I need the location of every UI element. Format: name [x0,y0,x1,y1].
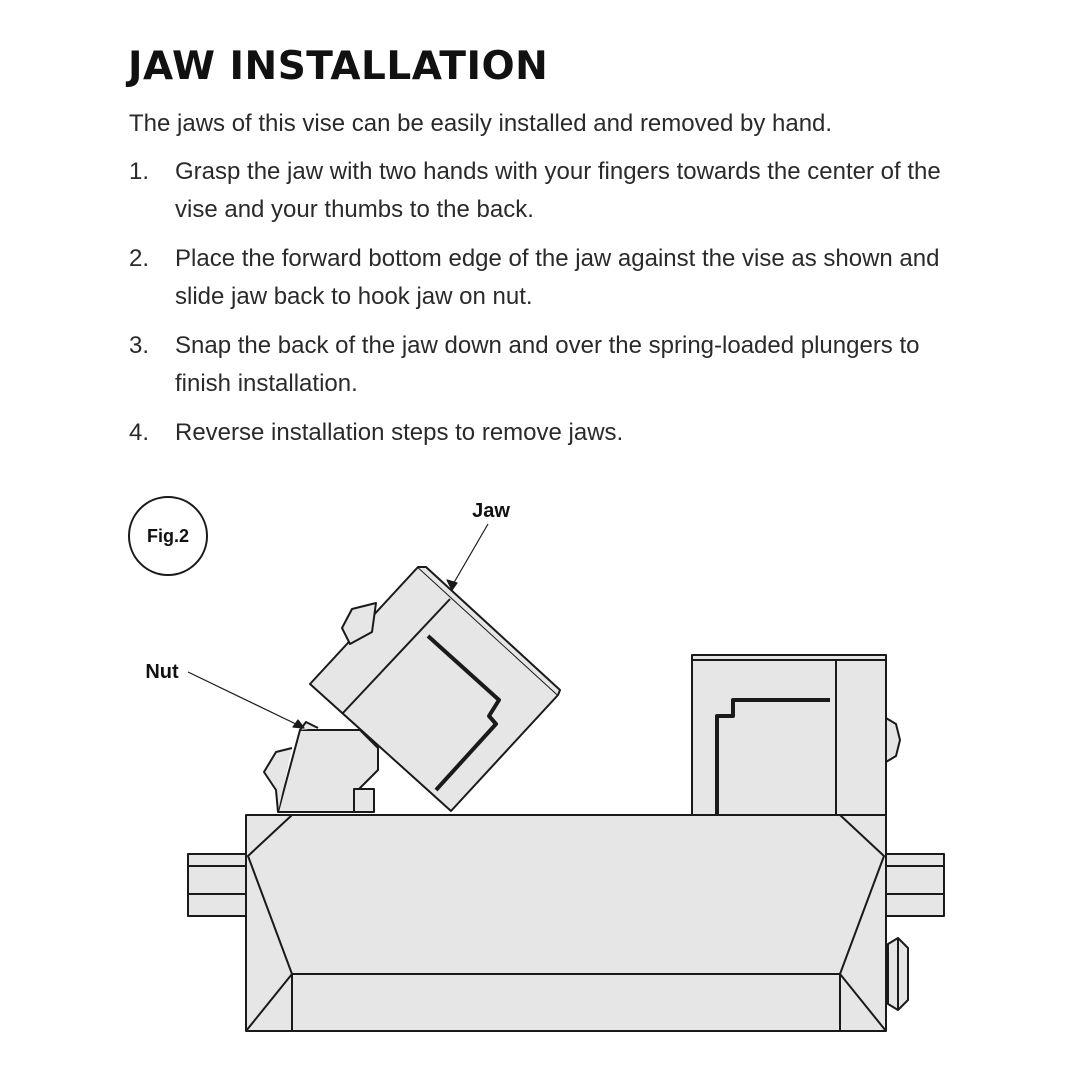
vise-body [245,814,887,1032]
fixed-jaw [691,654,901,816]
leader-lines [187,523,489,729]
side-knob [887,937,909,1011]
step-text: Reverse installation steps to remove jaw… [175,419,624,446]
jaw-label: Jaw [472,500,510,522]
nut [263,721,379,813]
page-title: JAW INSTALLATION [128,44,549,89]
step-text: Grasp the jaw with two hands with your f… [175,158,941,223]
step-text: Snap the back of the jaw down and over t… [175,332,920,397]
list-item: 4. Reverse installation steps to remove … [129,414,959,452]
list-item: 3. Snap the back of the jaw down and ove… [129,327,959,403]
step-number: 3. [129,332,150,359]
list-item: 2. Place the forward bottom edge of the … [129,240,959,316]
step-list: 1. Grasp the jaw with two hands with you… [129,153,959,463]
step-number: 1. [129,158,150,185]
jaw [309,566,561,812]
figure-badge [128,496,208,576]
figure-label: Fig.2 [147,526,189,546]
right-rail [885,853,945,917]
step-number: 2. [129,245,150,272]
nut-label: Nut [145,661,179,683]
intro-text: The jaws of this vise can be easily inst… [129,110,833,137]
step-text: Place the forward bottom edge of the jaw… [175,245,940,310]
left-rail [187,853,247,917]
step-number: 4. [129,419,150,446]
list-item: 1. Grasp the jaw with two hands with you… [129,153,959,229]
